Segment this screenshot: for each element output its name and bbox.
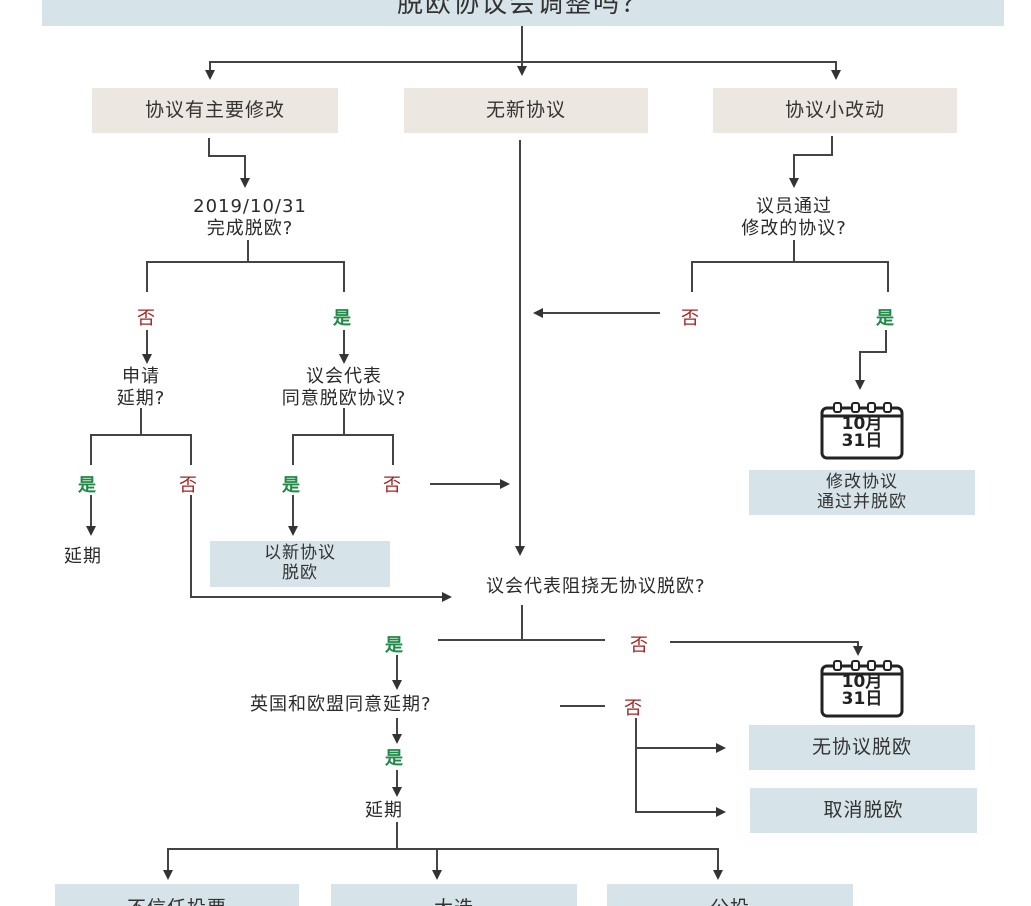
agree-no-label: 否 <box>383 475 401 496</box>
question-apply-extension: 申请 延期? <box>96 366 186 409</box>
question-agree-line1: 议会代表 <box>306 366 382 387</box>
title-text: 脱欧协议会调整吗？ <box>396 0 649 20</box>
new-deal-box: 以新协议脱欧 <box>210 541 390 587</box>
no-new-deal-label: 无新协议 <box>485 98 566 121</box>
question-agree-deal: 议会代表 同意脱欧协议? <box>236 366 452 409</box>
calendar-icon-graphic <box>820 660 904 718</box>
no-confidence-box: 不信任投票 <box>55 884 299 906</box>
uk-eu-yes-label: 是 <box>385 748 403 769</box>
title-box: 脱欧协议会调整吗？ <box>42 0 1004 26</box>
mp-pass-no-label: 否 <box>681 308 699 329</box>
block-yes-label: 是 <box>385 635 403 656</box>
cancel-brexit-box: 取消脱欧 <box>750 788 977 833</box>
question-complete-line2: 完成脱欧? <box>206 217 294 239</box>
question-mp-pass-line2: 修改的协议? <box>741 217 847 239</box>
question-apply-line1: 申请 <box>122 366 160 387</box>
block-no-label: 否 <box>630 635 648 656</box>
apply-yes-label: 是 <box>78 475 96 496</box>
question-agree-line2: 同意脱欧协议? <box>281 387 407 409</box>
mp-pass-yes-label: 是 <box>876 308 894 329</box>
complete-yes-label: 是 <box>333 308 351 329</box>
extend-label-center: 延期 <box>365 800 403 821</box>
question-complete-line1: 2019/10/31 <box>193 196 307 217</box>
major-changes-label: 协议有主要修改 <box>144 98 285 121</box>
election-box: 大选 <box>331 884 577 906</box>
uk-eu-no-label: 否 <box>624 698 642 719</box>
question-mp-pass-line1: 议员通过 <box>756 196 832 217</box>
question-complete-brexit: 2019/10/31 完成脱欧? <box>150 196 350 239</box>
referendum-box: 公投 <box>607 884 853 906</box>
minor-changes-label: 协议小改动 <box>784 98 885 121</box>
question-block-no-deal: 议会代表阻挠无协议脱欧? <box>486 576 706 597</box>
apply-no-label: 否 <box>179 475 197 496</box>
minor-changes-box: 协议小改动 <box>713 88 957 133</box>
extend-label-left: 延期 <box>64 546 102 567</box>
major-changes-box: 协议有主要修改 <box>92 88 338 133</box>
complete-no-label: 否 <box>137 308 155 329</box>
question-mp-pass: 议员通过 修改的协议? <box>694 196 894 239</box>
calendar-icon-graphic <box>820 402 904 460</box>
amended-deal-box: 修改协议通过并脱欧 <box>749 470 975 515</box>
no-new-deal-box: 无新协议 <box>404 88 648 133</box>
question-apply-line2: 延期? <box>116 387 166 409</box>
question-uk-eu-agree: 英国和欧盟同意延期? <box>250 694 432 715</box>
no-deal-box: 无协议脱欧 <box>749 725 975 770</box>
agree-yes-label: 是 <box>282 475 300 496</box>
